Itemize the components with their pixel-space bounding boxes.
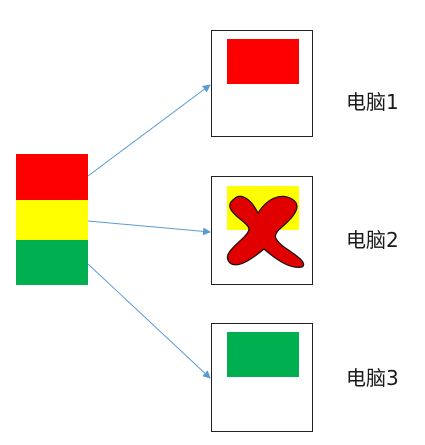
arrow-to-computer-2 <box>87 220 211 236</box>
source-block-green <box>16 240 88 285</box>
computer-1-screen <box>211 30 313 137</box>
source-block-yellow <box>16 200 88 240</box>
red-x-mark-icon <box>226 195 305 268</box>
computer-2-screen <box>211 176 313 285</box>
computer-2-label: 电脑2 <box>346 228 399 252</box>
arrow-to-computer-1 <box>87 84 211 177</box>
computer-1-color-red <box>227 39 299 84</box>
source-block-red <box>16 154 88 200</box>
computer-3-color-green <box>227 332 299 377</box>
computer-3-label: 电脑3 <box>346 366 399 390</box>
computer-1-label: 电脑1 <box>346 90 399 114</box>
arrow-to-computer-3 <box>87 263 211 379</box>
computer-3-screen <box>211 323 313 432</box>
